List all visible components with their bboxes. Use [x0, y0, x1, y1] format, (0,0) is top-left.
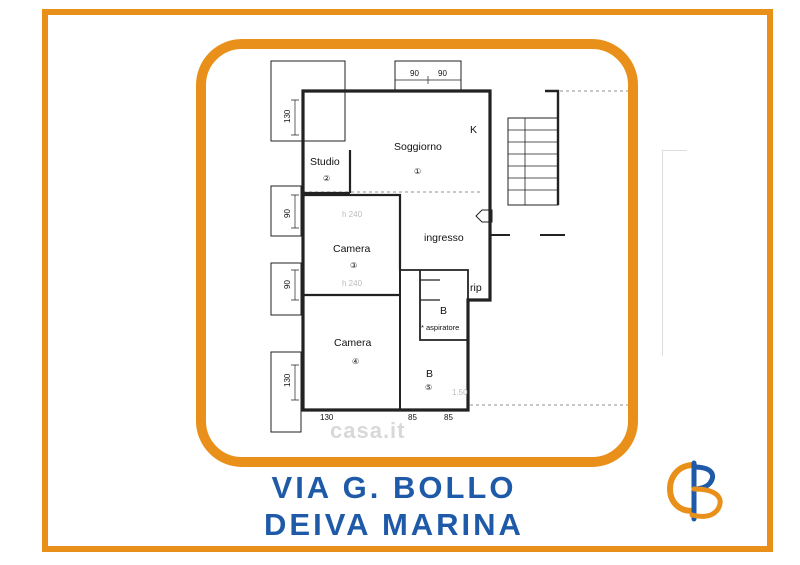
dimension-left-2: 90 [283, 209, 292, 218]
faint-height-2: h 240 [342, 279, 363, 288]
floor-plan-frame: Soggiorno ① Studio ② Camera ③ Camera ④ B… [196, 39, 638, 467]
room-label-rip: rip [470, 282, 482, 294]
room-number-studio: ② [323, 174, 330, 183]
room-number-camera-2: ④ [352, 357, 359, 366]
address-street: VIA G. BOLLO [271, 470, 517, 505]
room-label-ingresso: ingresso [424, 232, 464, 244]
room-label-bagno: B [440, 305, 447, 317]
dimension-bottom-3: 85 [444, 413, 453, 422]
room-label-studio: Studio [310, 156, 340, 168]
brand-logo-icon [666, 460, 723, 522]
room-label-camera-1: Camera [333, 243, 371, 255]
room-label-soggiorno: Soggiorno [394, 141, 442, 153]
dimension-left-1: 130 [283, 109, 292, 123]
dimension-top-left: 90 [410, 69, 419, 78]
dimension-bottom-2: 85 [408, 413, 417, 422]
watermark: casa.it [330, 418, 406, 443]
faint-height-1: h 240 [342, 210, 363, 219]
faint-height-3: 1.50 [452, 388, 468, 397]
room-label-camera-2: Camera [334, 337, 372, 349]
side-decoration [662, 150, 687, 356]
room-number-bagno-5: ⑤ [425, 383, 432, 392]
address-town: DEIVA MARINA [264, 507, 524, 542]
dimension-top-right: 90 [438, 69, 447, 78]
room-number-soggiorno: ① [414, 167, 421, 176]
dimension-bottom-1: 130 [320, 413, 334, 422]
dimension-left-3: 90 [283, 280, 292, 289]
room-label-bagno-5: B [426, 368, 433, 380]
dimension-left-4: 130 [283, 373, 292, 387]
room-number-camera-1: ③ [350, 261, 357, 270]
outer-frame [42, 9, 773, 552]
aspiratore-note: * aspiratore [421, 323, 459, 332]
floor-plan: Soggiorno ① Studio ② Camera ③ Camera ④ B… [270, 60, 628, 433]
room-label-k: K [470, 124, 477, 136]
